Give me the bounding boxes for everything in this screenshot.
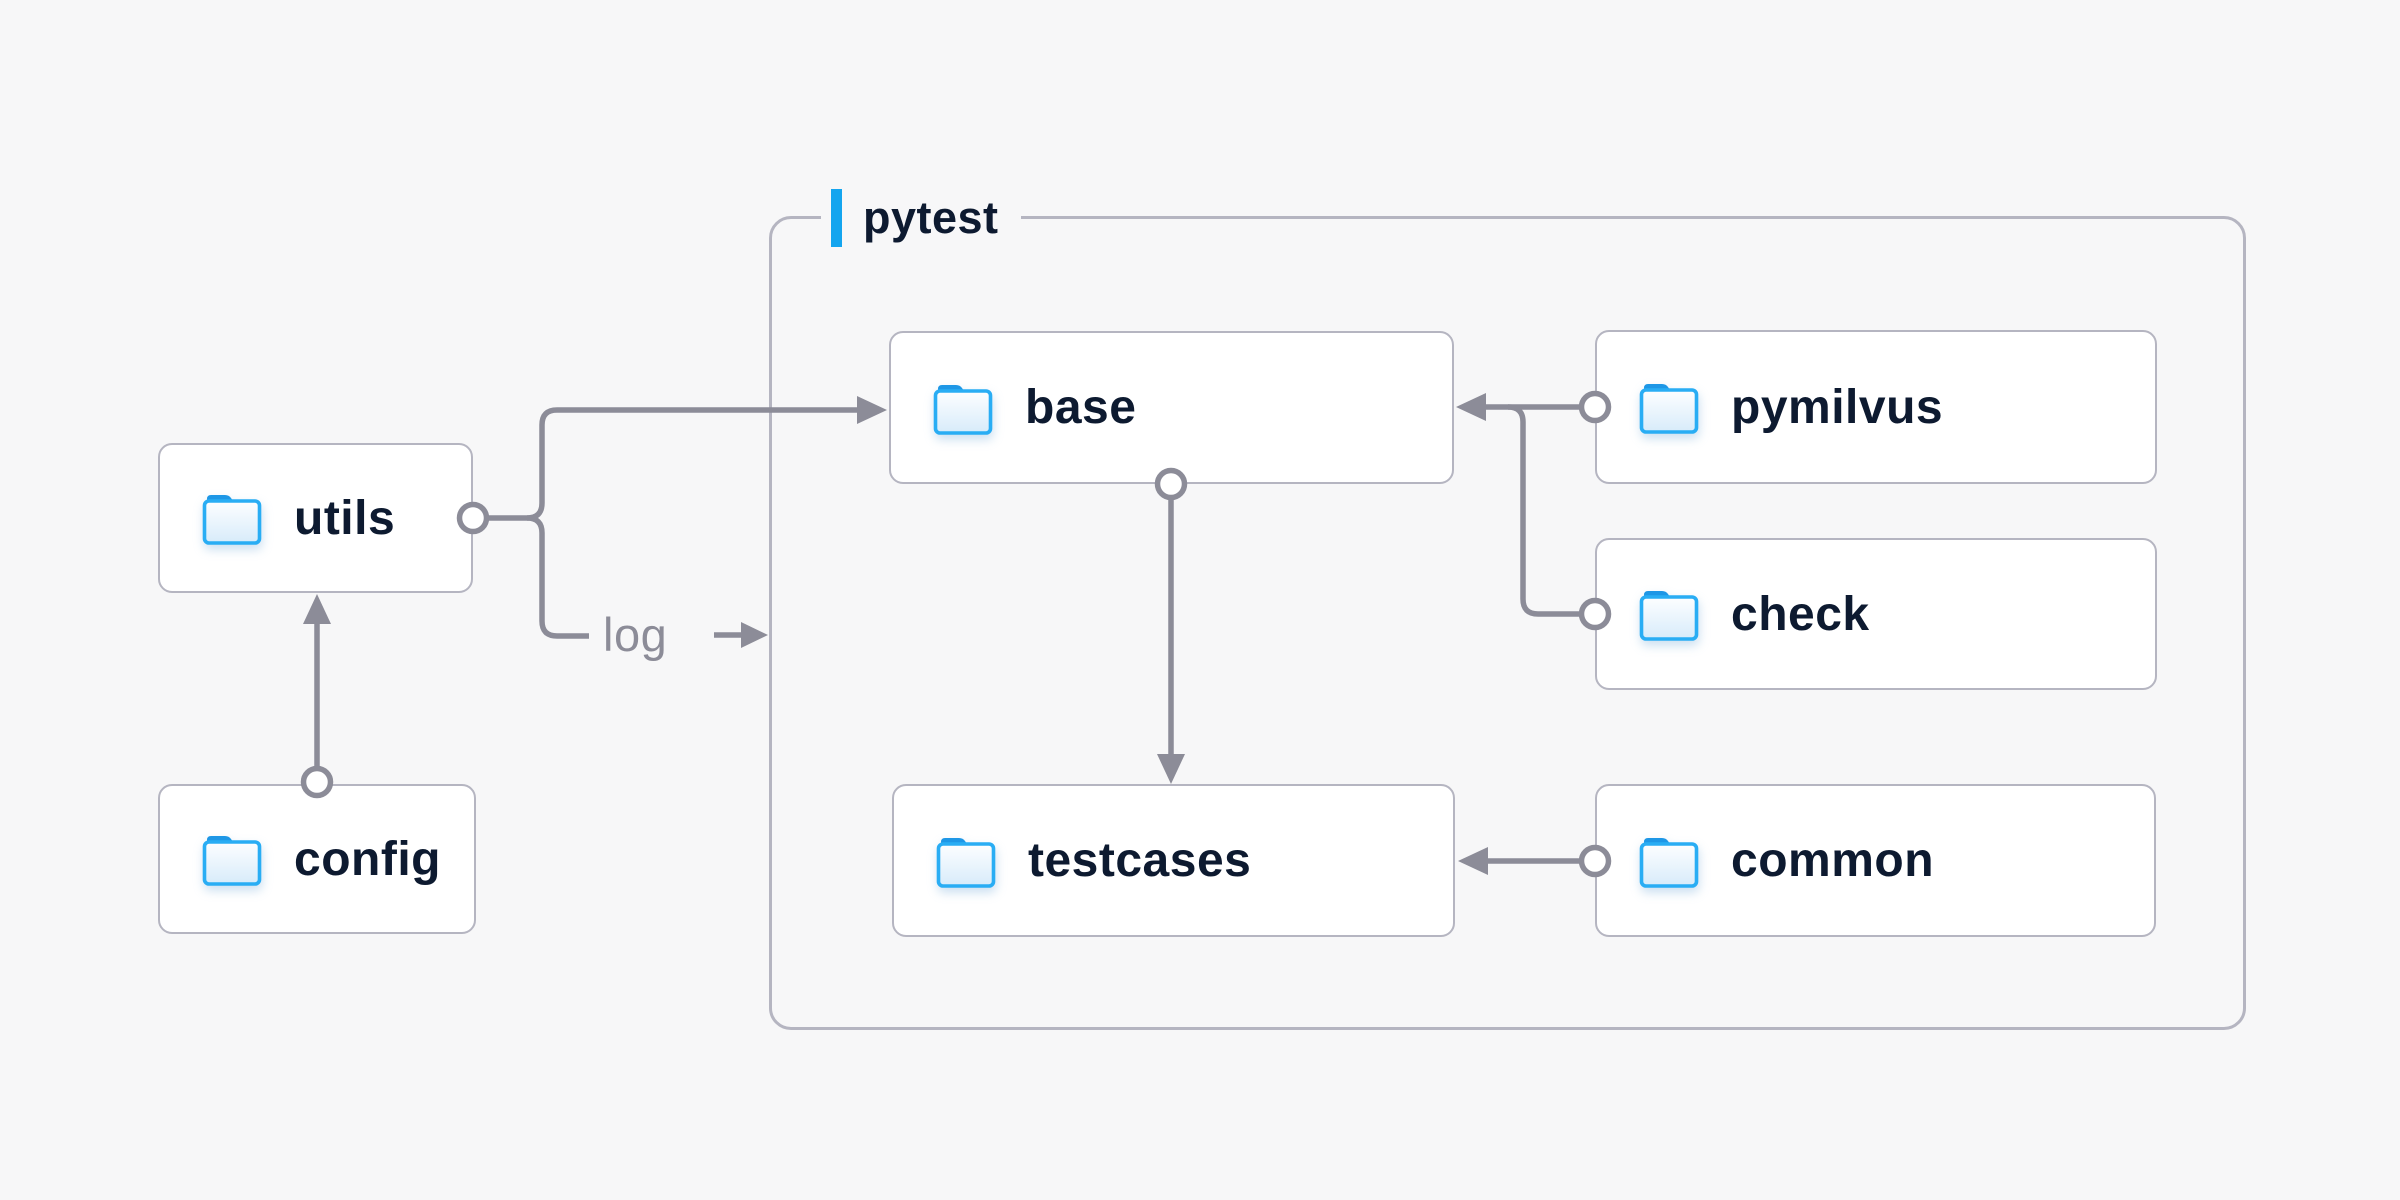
node-config: config bbox=[158, 784, 476, 934]
edge-config-to-utils bbox=[300, 594, 334, 799]
node-utils-label: utils bbox=[294, 491, 396, 545]
edge-label-log: log bbox=[603, 608, 668, 661]
folder-icon bbox=[1639, 591, 1699, 641]
folder-icon bbox=[1639, 837, 1699, 888]
arrowhead-right bbox=[741, 622, 768, 648]
node-testcases-label: testcases bbox=[1028, 834, 1252, 887]
folder-icon bbox=[202, 495, 262, 545]
node-base-label: base bbox=[1025, 381, 1137, 434]
node-testcases: testcases bbox=[892, 784, 1455, 937]
folder-icon bbox=[933, 384, 993, 435]
folder-icon bbox=[1639, 384, 1699, 434]
group-title-text: pytest bbox=[863, 192, 999, 243]
node-utils: utils bbox=[158, 443, 473, 593]
node-pymilvus: pymilvus bbox=[1595, 330, 2157, 484]
accent-bar bbox=[831, 189, 842, 247]
folder-icon bbox=[936, 837, 996, 888]
folder-icon bbox=[202, 836, 262, 886]
node-common-label: common bbox=[1731, 834, 1935, 887]
node-check-label: check bbox=[1731, 587, 1870, 641]
group-pytest-label: pytest bbox=[821, 188, 1021, 248]
node-config-label: config bbox=[294, 832, 441, 886]
arrowhead-up bbox=[303, 594, 331, 624]
node-base: base bbox=[889, 331, 1454, 484]
group-pytest: pytest bbox=[769, 188, 2246, 1030]
node-check: check bbox=[1595, 538, 2157, 690]
node-common: common bbox=[1595, 784, 2156, 937]
node-pymilvus-label: pymilvus bbox=[1731, 380, 1944, 434]
